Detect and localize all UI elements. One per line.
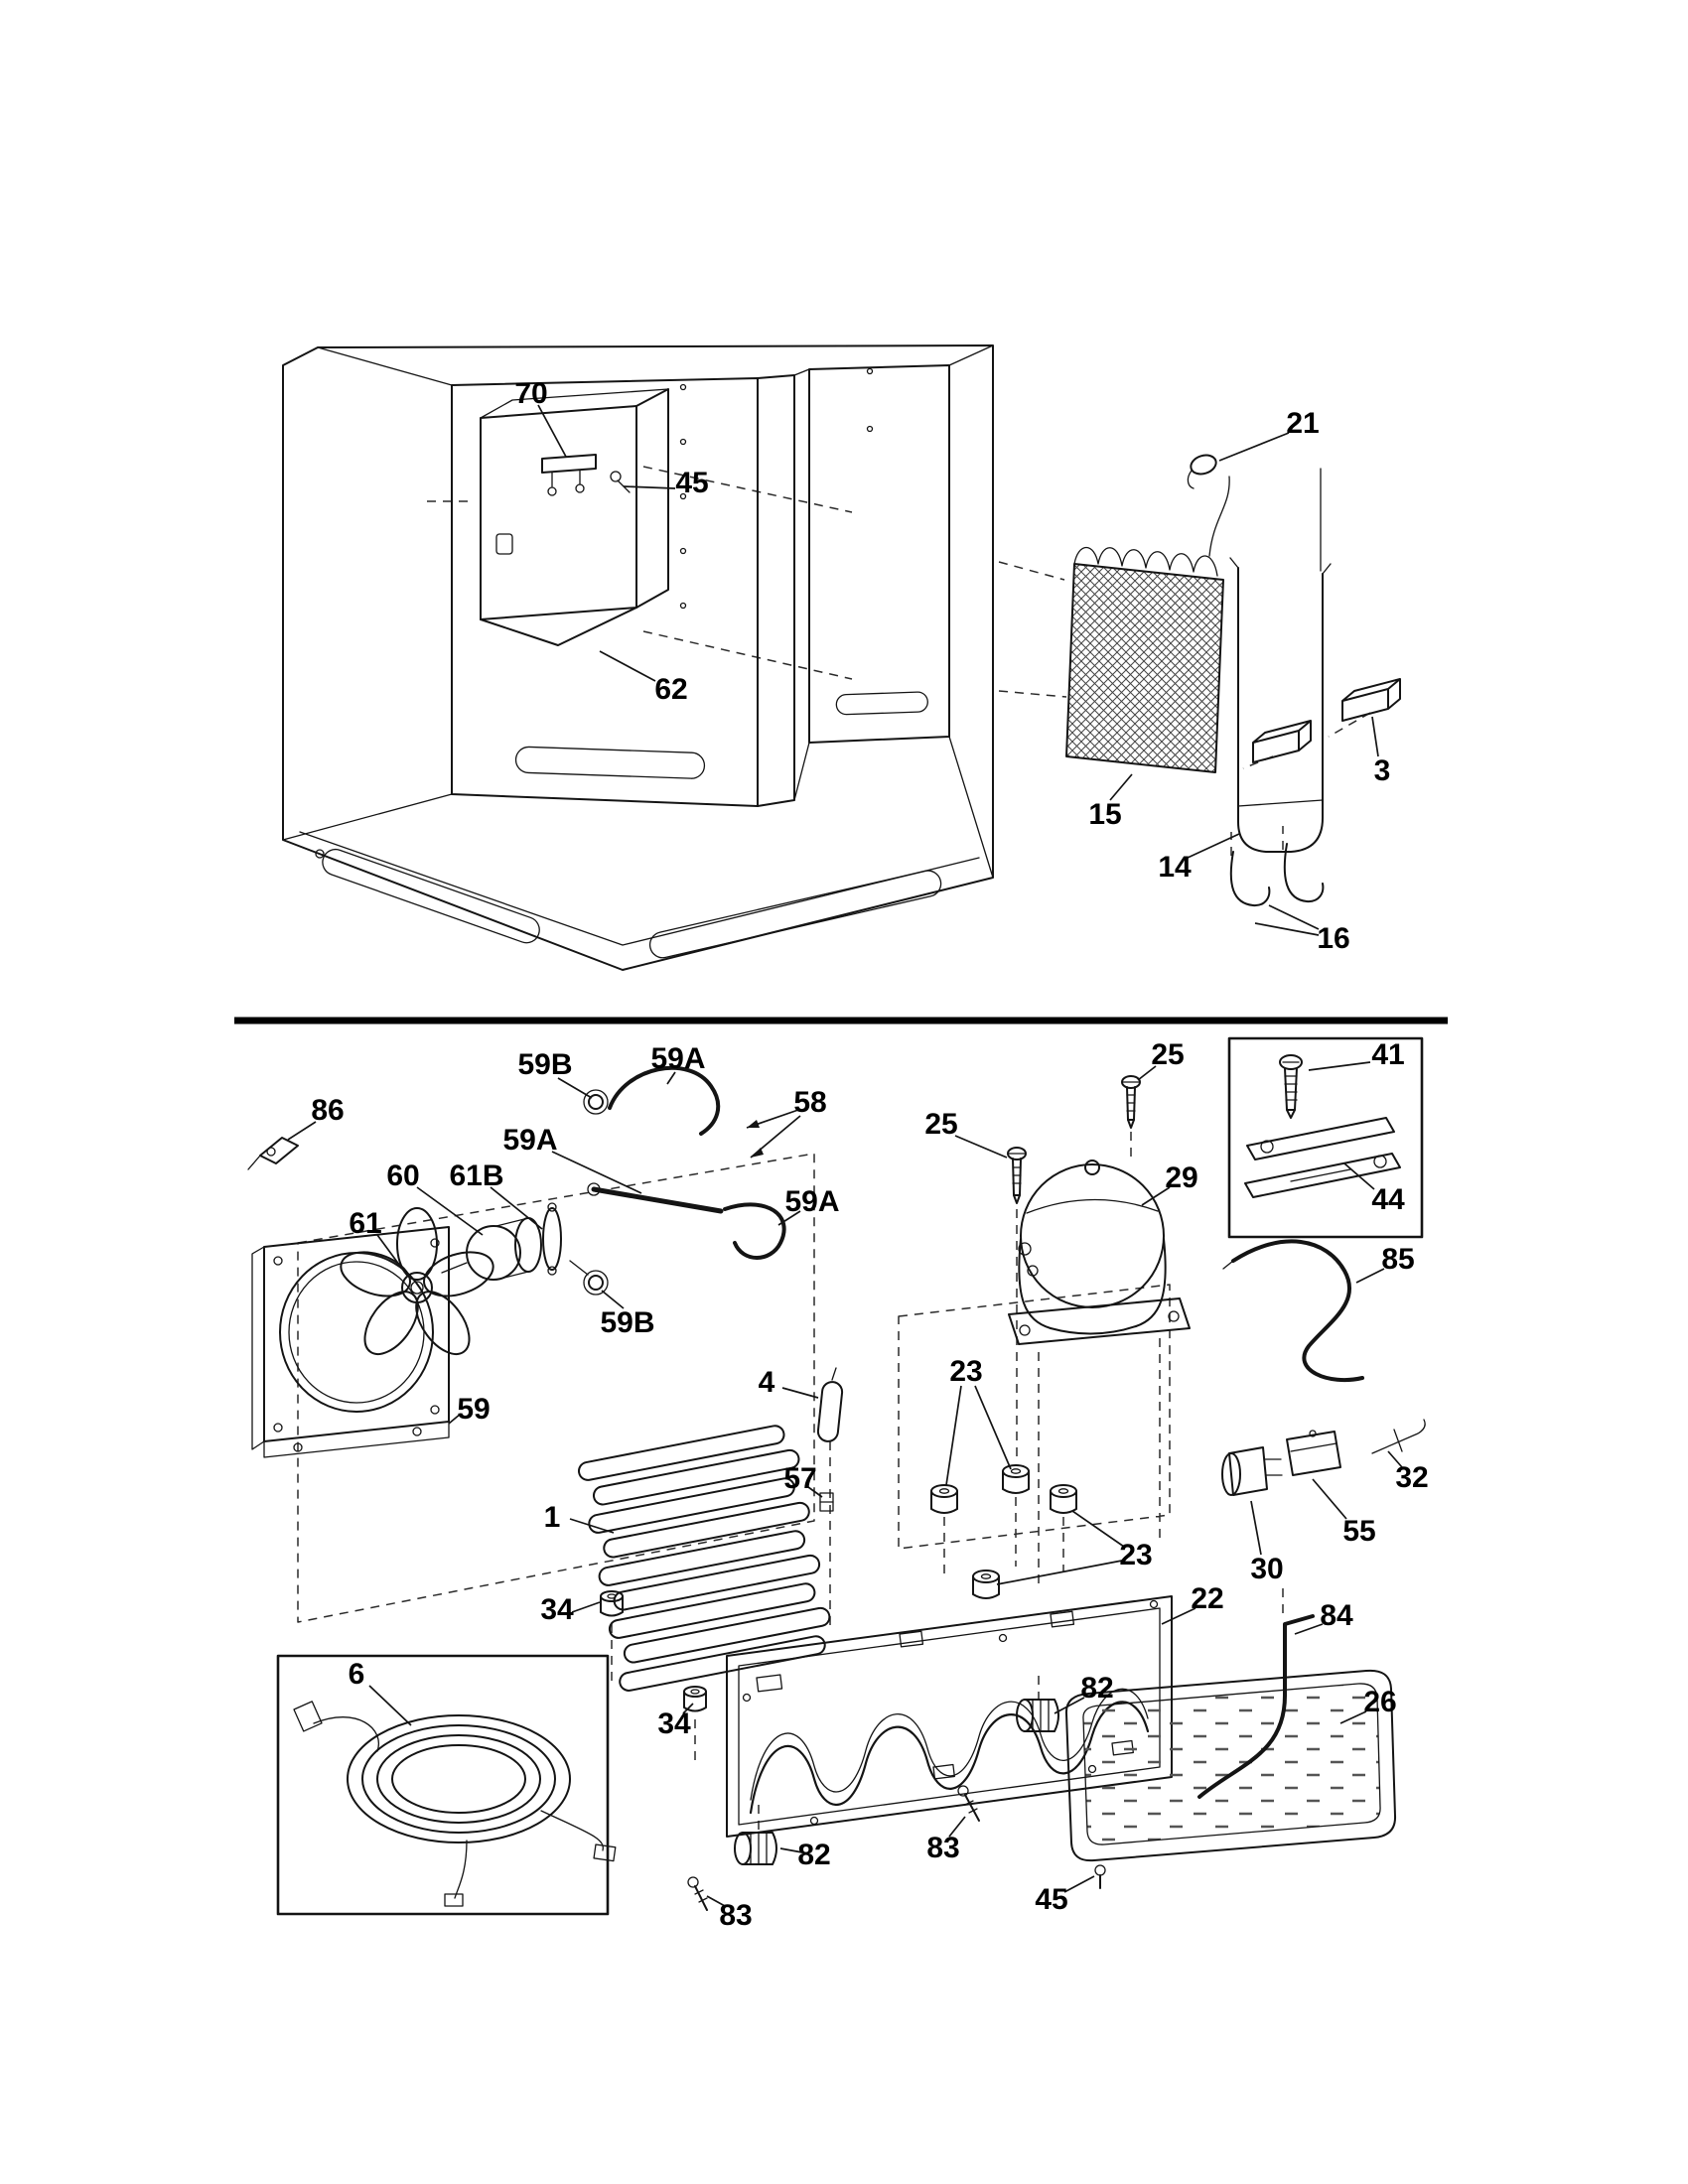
callout-25-right: 25 [1151,1038,1184,1071]
callout-62: 62 [654,673,687,706]
callout-30: 30 [1250,1553,1283,1585]
clips-drawing [1252,678,1401,763]
leader-arrows-58 [746,1109,801,1159]
callout-82-left: 82 [797,1839,830,1871]
callout-labels: 70 45 21 62 3 15 14 16 86 59B 59A 58 59A… [311,377,1428,1932]
drain-pan-drawing [1064,1669,1397,1862]
callout-21: 21 [1286,407,1319,440]
callout-44: 44 [1371,1183,1405,1216]
arrowheads-58 [747,1120,764,1158]
callout-41: 41 [1371,1038,1404,1071]
callout-83-right: 83 [926,1832,959,1864]
callout-16: 16 [1317,922,1349,955]
clamp-82-left [734,1832,777,1865]
callout-59: 59 [457,1393,490,1426]
wiring-harness-box [276,1654,617,1916]
grommets-23 [930,1464,1077,1599]
screw-83-right [957,1785,980,1822]
condenser-coil-drawing [578,1425,831,1692]
callout-1: 1 [544,1501,561,1534]
callout-61b: 61B [449,1160,503,1192]
clip-57 [819,1492,834,1512]
callout-83-left: 83 [719,1899,752,1932]
callout-61: 61 [349,1207,381,1240]
leader-lines [287,404,1403,1907]
clamp-82-right [1016,1699,1059,1732]
callout-26: 26 [1363,1686,1396,1718]
callout-59a-upper: 59A [650,1042,705,1075]
callout-59a-middle: 59A [502,1124,557,1157]
callout-23-upper: 23 [949,1355,982,1388]
callout-59b-upper: 59B [517,1048,572,1081]
grommet-34-upper [600,1590,624,1617]
callout-84: 84 [1320,1599,1353,1632]
bracket-drawing [1229,468,1332,853]
fan-blade-drawing [340,1207,494,1356]
screw-83-left [687,1876,708,1911]
callout-3: 3 [1374,754,1391,787]
callout-86: 86 [311,1094,344,1127]
callout-6: 6 [349,1658,365,1691]
callout-4: 4 [759,1366,775,1399]
callout-25-left: 25 [924,1108,957,1141]
tube-84 [1197,1614,1315,1799]
callout-14: 14 [1158,851,1192,884]
hooks-drawing [1229,843,1325,907]
callout-85: 85 [1381,1243,1414,1276]
callout-55: 55 [1342,1515,1375,1548]
refrigerator-cabinet-drawing [282,344,994,971]
callout-34-upper: 34 [540,1593,574,1626]
tube-85 [1222,1239,1364,1383]
callout-70: 70 [514,377,547,410]
tubing-drawing [569,1065,786,1296]
screw-25-right [1121,1075,1141,1129]
callout-57: 57 [783,1462,816,1495]
callout-29: 29 [1165,1161,1197,1194]
fan-motor-drawing [441,1202,562,1281]
callout-60: 60 [386,1160,419,1192]
compressor-drawing [1008,1160,1191,1345]
overload-switch-drawing [1286,1430,1341,1476]
grommet-34-lower [683,1686,707,1712]
screw-25-left [1007,1147,1027,1204]
callout-34-lower: 34 [657,1707,691,1740]
callout-22: 22 [1191,1582,1223,1615]
evaporator-coil-drawing [1065,476,1230,773]
wire-32 [1371,1419,1426,1454]
callout-59a-lower: 59A [784,1185,839,1218]
callout-58: 58 [793,1086,826,1119]
callout-45-bottom: 45 [1035,1883,1067,1916]
wire-clip-drawing [1187,454,1217,489]
relay-drawing [1221,1446,1283,1496]
hardware-kit-box [1227,1036,1424,1239]
ice-container-drawing [480,388,669,646]
bracket-86 [247,1137,299,1170]
screw-45-bottom [1094,1864,1106,1889]
drier-drawing [816,1367,844,1442]
callout-82-right: 82 [1080,1672,1113,1705]
callout-15: 15 [1088,798,1121,831]
callout-45-top: 45 [675,467,708,499]
callout-59b-lower: 59B [600,1306,654,1339]
fan-shroud-drawing [251,1226,450,1458]
callout-23-right: 23 [1119,1539,1152,1571]
callout-32: 32 [1395,1461,1428,1494]
